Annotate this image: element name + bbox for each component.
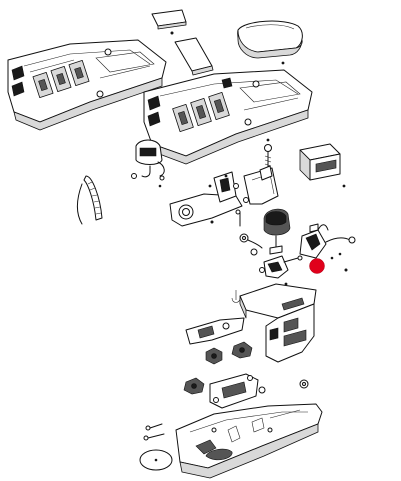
upper-housing-left [7, 39, 167, 131]
cable-harness [299, 223, 356, 272]
upper-housing-right [143, 69, 313, 165]
round-disc [139, 449, 173, 471]
hinge-bracket-assembly [169, 165, 279, 227]
highlight-marker [309, 258, 325, 274]
connector-box [299, 143, 346, 188]
base-housing [175, 403, 323, 479]
housing-left-ribs [32, 59, 90, 99]
washer-chain [239, 233, 263, 256]
top-cover-cap [151, 9, 187, 35]
base-pins [143, 423, 165, 441]
mounting-plate [185, 283, 317, 363]
control-knob [263, 208, 291, 255]
rounded-cushion [237, 20, 303, 65]
small-lid-plate [174, 37, 214, 78]
gasket-plate [209, 373, 313, 412]
linkage-clip [259, 255, 325, 286]
flexible-strap [77, 175, 103, 225]
housing-right-ribs [172, 92, 230, 132]
sensor-with-cable [131, 139, 165, 188]
hex-nuts [183, 341, 253, 395]
